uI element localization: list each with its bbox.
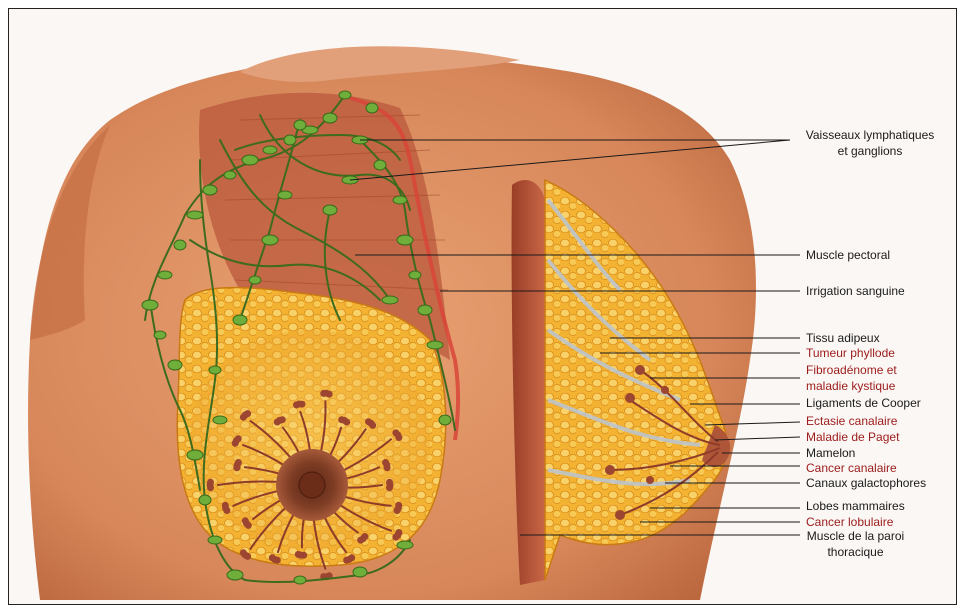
label-ganglions: et ganglions	[795, 144, 945, 158]
label-cancer-canalaire: Cancer canalaire	[806, 461, 897, 475]
lobule	[235, 459, 242, 466]
lymph-node	[366, 103, 378, 113]
lymph-node	[187, 211, 203, 219]
lobule	[326, 391, 333, 398]
lymph-node	[427, 341, 443, 349]
label-ectasie-canalaire: Ectasie canalaire	[806, 414, 897, 428]
lobule	[369, 422, 376, 429]
label-thoracique: thoracique	[798, 545, 913, 559]
lymph-node	[278, 191, 292, 199]
lobule	[269, 554, 276, 561]
label-irrigation-sanguine: Irrigation sanguine	[806, 284, 905, 298]
lobule	[343, 557, 350, 564]
lobule	[384, 464, 391, 471]
lymph-node	[199, 495, 211, 505]
lobule	[395, 434, 402, 441]
label-mamelon: Mamelon	[806, 446, 855, 460]
lymph-node	[242, 155, 258, 165]
label-canaux-galactophores: Canaux galactophores	[806, 476, 926, 490]
lymph-node	[397, 541, 413, 549]
lobule	[279, 416, 286, 423]
label-maladie-kystique: maladie kystique	[806, 379, 895, 393]
lymph-node	[174, 240, 186, 250]
label-muscle-pectoral: Muscle pectoral	[806, 248, 890, 262]
lymph-node	[208, 536, 222, 544]
lobule	[295, 551, 302, 558]
lymph-node	[409, 271, 421, 279]
lobule	[343, 419, 350, 426]
lymph-node	[294, 576, 306, 584]
lymph-node	[439, 415, 451, 425]
lymph-node	[249, 276, 261, 284]
lobule	[394, 507, 401, 514]
lymph-node	[339, 91, 351, 99]
lymph-node	[142, 300, 158, 310]
label-ligaments-cooper: Ligaments de Cooper	[806, 396, 921, 410]
label-maladie-paget: Maladie de Paget	[806, 430, 899, 444]
lobule	[235, 435, 242, 442]
label-tissu-adipeux: Tissu adipeux	[806, 331, 880, 345]
label-cancer-lobulaire: Cancer lobulaire	[806, 515, 893, 529]
lobule	[244, 410, 251, 417]
lymph-node	[393, 196, 407, 204]
lymph-node	[224, 171, 236, 179]
label-vaisseaux: Vaisseaux lymphatiques	[795, 128, 945, 142]
lymph-node	[233, 315, 247, 325]
lymph-node	[158, 271, 172, 279]
lobule	[242, 517, 249, 524]
lobule	[357, 537, 364, 544]
lymph-node	[397, 235, 413, 245]
lymph-node	[284, 135, 296, 145]
lymph-node	[154, 331, 166, 339]
lymph-node	[227, 570, 243, 580]
nipple	[299, 472, 325, 498]
lymph-node	[374, 160, 386, 170]
lymph-node	[213, 416, 227, 424]
lobule	[386, 484, 393, 491]
lobule	[299, 401, 306, 408]
lobule	[240, 549, 247, 556]
lymph-node	[353, 567, 367, 577]
lobule	[207, 479, 214, 486]
lymph-node	[262, 235, 278, 245]
label-tumeur-phyllode: Tumeur phyllode	[806, 346, 895, 360]
lymph-node	[209, 366, 221, 374]
lymph-node	[418, 305, 432, 315]
lobule	[222, 502, 229, 509]
lymph-node	[263, 146, 277, 154]
lymph-node	[323, 113, 337, 123]
lymph-node	[323, 205, 337, 215]
label-lobes-mammaires: Lobes mammaires	[806, 499, 905, 513]
lymph-node	[203, 185, 217, 195]
label-fibroadenome: Fibroadénome et	[806, 363, 897, 377]
lymph-node	[168, 360, 182, 370]
label-muscle-paroi: Muscle de la paroi	[798, 529, 913, 543]
lymph-node	[294, 120, 306, 130]
lymph-node	[187, 450, 203, 460]
lymph-node	[382, 296, 398, 304]
lobule	[392, 534, 399, 541]
